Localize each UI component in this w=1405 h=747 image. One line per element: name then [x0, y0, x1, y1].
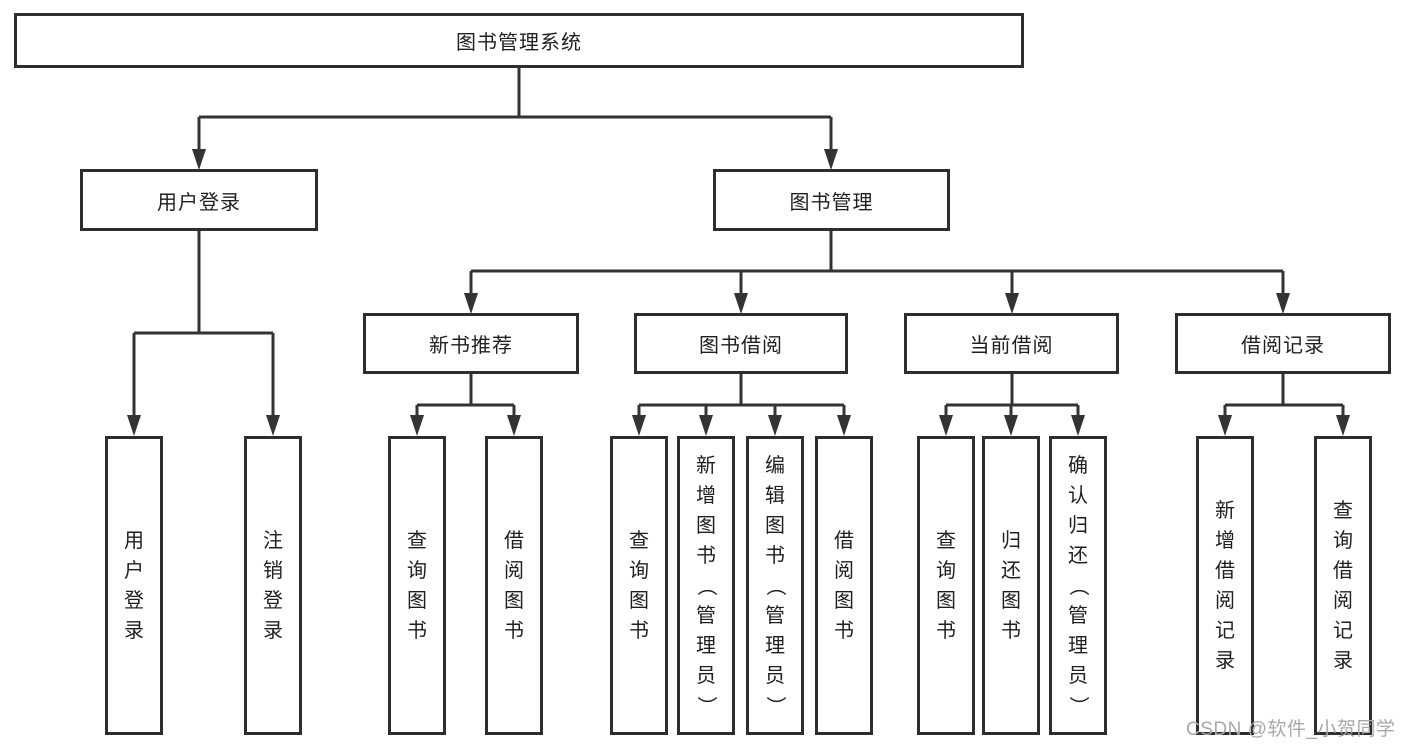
node-current-borrow: 当前借阅 — [904, 313, 1119, 374]
node-user-login: 用户登录 — [80, 169, 318, 231]
node-book-borrow: 图书借阅 — [634, 313, 848, 374]
leaf-user-login: 用户登录 — [105, 436, 163, 735]
node-borrow-records: 借阅记录 — [1175, 313, 1391, 374]
leaf-edit-books-admin: 编辑图书（管理员） — [746, 436, 804, 735]
arrowheads — [127, 149, 1350, 436]
node-system-root: 图书管理系统 — [14, 13, 1024, 68]
leaf-borrow-books: 借阅图书 — [815, 436, 873, 735]
leaf-query-books-borrow: 查询图书 — [610, 436, 668, 735]
leaf-query-books-recommend: 查询图书 — [388, 436, 446, 735]
leaf-add-books-admin: 新增图书（管理员） — [677, 436, 735, 735]
leaf-query-borrow-record: 查询借阅记录 — [1314, 436, 1372, 735]
node-book-management: 图书管理 — [713, 169, 950, 231]
leaf-logout: 注销登录 — [244, 436, 302, 735]
leaf-return-books: 归还图书 — [982, 436, 1040, 735]
leaf-borrow-books-recommend: 借阅图书 — [485, 436, 543, 735]
leaf-confirm-return-admin: 确认归还（管理员） — [1049, 436, 1107, 735]
watermark: CSDN @软件_小贺同学 — [1186, 719, 1396, 740]
node-new-book-recommend: 新书推荐 — [363, 313, 579, 374]
leaf-add-borrow-record: 新增借阅记录 — [1196, 436, 1254, 735]
leaf-query-books-current: 查询图书 — [917, 436, 975, 735]
